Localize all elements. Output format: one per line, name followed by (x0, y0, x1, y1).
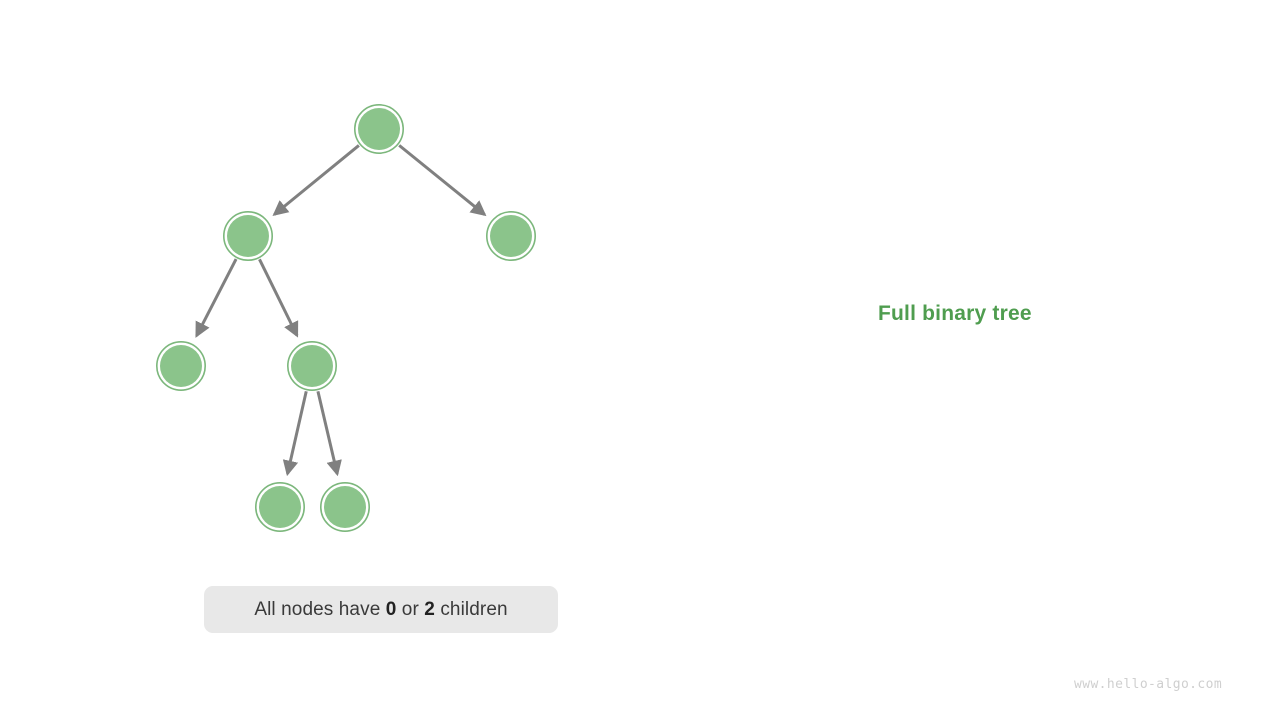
tree-node (223, 211, 273, 261)
caption-value-b: 2 (424, 598, 435, 620)
tree-node-ring (486, 211, 536, 261)
tree-node-ring (223, 211, 273, 261)
caption-text: All nodes have 0 or 2 children (254, 599, 507, 621)
watermark: www.hello-algo.com (1074, 677, 1223, 692)
caption-value-a: 0 (385, 598, 397, 620)
tree-node-gap (157, 342, 205, 390)
node-layer (156, 104, 536, 532)
edge-layer (195, 144, 487, 477)
tree-edge (316, 390, 342, 477)
tree-node-gap (355, 105, 403, 153)
tree-node-gap (256, 483, 304, 531)
tree-node-gap (288, 342, 336, 390)
tree-edge (398, 144, 487, 217)
tree-node (320, 482, 370, 532)
tree-node-ring (255, 482, 305, 532)
tree-edge (258, 258, 299, 338)
tree-node (255, 482, 305, 532)
tree-node-ring (156, 341, 206, 391)
tree-edge (282, 391, 308, 477)
tree-node-fill (160, 345, 202, 387)
tree-node-ring (287, 341, 337, 391)
tree-edge (272, 144, 360, 217)
tree-node (156, 341, 206, 391)
tree-node-gap (487, 212, 535, 260)
tree-node-gap (321, 483, 369, 531)
tree-node-fill (227, 215, 269, 257)
tree-node-ring (354, 104, 404, 154)
tree-node (287, 341, 337, 391)
tree-node (354, 104, 404, 154)
caption-prefix: All nodes have (254, 598, 386, 620)
page-title: Full binary tree (878, 302, 1032, 325)
tree-edge (195, 258, 238, 338)
tree-node-fill (259, 486, 301, 528)
tree-node-fill (358, 108, 400, 150)
caption-box: All nodes have 0 or 2 children (204, 586, 558, 633)
caption-middle: or (396, 598, 425, 620)
tree-node-gap (224, 212, 272, 260)
tree-node-fill (291, 345, 333, 387)
tree-node-ring (320, 482, 370, 532)
caption-suffix: children (434, 598, 508, 620)
tree-node (486, 211, 536, 261)
tree-node-fill (324, 486, 366, 528)
tree-node-fill (490, 215, 532, 257)
